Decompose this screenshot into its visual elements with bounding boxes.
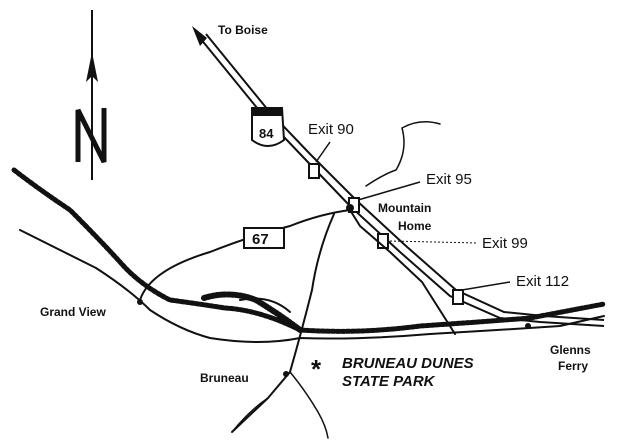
mountain-home-label-2: Home xyxy=(398,219,432,233)
glenns-ferry-marker xyxy=(525,323,531,329)
north-arrow xyxy=(75,10,107,180)
bruneau-label: Bruneau xyxy=(200,371,249,385)
interstate-shield xyxy=(251,107,286,147)
grand-view-label: Grand View xyxy=(40,305,106,319)
park-symbol-icon: * xyxy=(311,354,322,384)
exit-90-label: Exit 90 xyxy=(308,121,354,138)
exit-112-label: Exit 112 xyxy=(516,273,569,290)
to-boise-label: To Boise xyxy=(218,23,268,37)
interstate-shield-label: 84 xyxy=(259,126,274,141)
bruneau-marker xyxy=(283,371,289,377)
grand-view-marker xyxy=(137,299,143,305)
mountain-home-label-1: Mountain xyxy=(378,201,431,215)
park-label-1: BRUNEAU DUNES xyxy=(342,355,474,372)
exit-99-label: Exit 99 xyxy=(482,235,528,252)
rivers xyxy=(11,121,607,439)
park-label-2: STATE PARK xyxy=(342,373,436,390)
highway-67-road xyxy=(139,209,456,433)
exit-95-label: Exit 95 xyxy=(426,171,472,188)
north-label: N xyxy=(86,125,87,127)
glenns-ferry-label-1: Glenns xyxy=(550,343,591,357)
glenns-ferry-label-2: Ferry xyxy=(558,359,588,373)
route-67-shield xyxy=(243,227,285,249)
mountain-home-marker xyxy=(346,204,354,212)
route-67-label: 67 xyxy=(252,231,269,248)
